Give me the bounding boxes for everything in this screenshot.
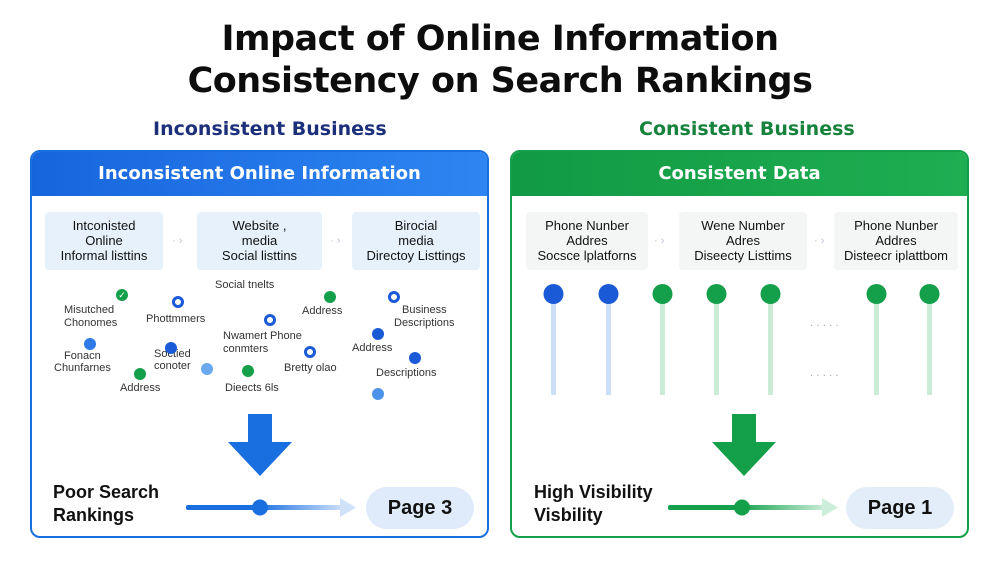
scatter-label: Descriptions [394,317,455,329]
green-dot [324,291,336,303]
title-line-1: Impact of Online Information [221,19,779,59]
inconsistent-panel: Inconsistent Online Information Intconis… [30,150,489,538]
scatter-label: Phottmmers [146,313,206,325]
source-card-2: Wene Number Adres Diseecty Listtims [679,212,807,270]
source-card-2: Website , media Social listtins [197,212,322,270]
scatter-label: Soctied [154,348,191,360]
right-arrow-icon: · › [172,235,183,247]
location-dot [264,314,276,326]
ranking-track [668,498,838,517]
source-card-1: Phone Nunber Addres Socsce lplatforns [526,212,648,270]
result-line: Visbility [534,505,603,525]
scatter-label: Address [352,342,393,354]
title-line-2: Consistency on Search Rankings [187,61,813,101]
card-line: Socsce lplatforns [537,248,637,263]
location-dot [388,291,400,303]
main-title: Impact of Online Information Consistency… [0,18,1000,102]
green-dot [242,365,254,377]
blue-dot [372,328,384,340]
card-line: Diseecty Listtims [694,248,792,263]
card-line: Directoy Listtings [366,248,466,263]
source-card-1: Intconisted Online Informal listtins [45,212,163,270]
card-line: media [398,233,434,248]
svg-text:· · · · ·: · · · · · [810,321,839,332]
card-line: Wene Number [701,218,785,233]
scatter-label: Dieects 6ls [225,382,279,394]
card-line: Website , [232,218,287,233]
scatter-label: Fonacn [64,350,101,362]
card-line: Informal listtins [60,248,148,263]
ranking-track [186,498,356,517]
card-line: Disteecr iplattbom [843,248,949,263]
source-card-3: Phone Nunber Addres Disteecr iplattbom [834,212,958,270]
right-arrow-icon: · › [814,235,825,247]
card-line: Addres [566,233,608,248]
scatter-label: Chonomes [64,317,118,329]
result-label: Poor Search Rankings [53,481,159,527]
card-line: Online [85,233,123,248]
scatter-label: Misutched [64,304,115,316]
result-label: High Visibility Visbility [534,481,653,527]
blue-dot [409,352,421,364]
right-arrow-icon: · › [330,235,341,247]
card-line: Social listtins [221,248,298,263]
result-line: Poor Search [53,482,160,502]
left-subhead: Inconsistent Business [153,118,387,140]
blue-dot [201,363,213,375]
scatter-label: Nwamert Phone [223,330,302,342]
card-line: Phone Nunber [545,218,629,233]
card-line: media [241,233,278,248]
scatter-label: Bretty olao [284,362,337,374]
right-arrow-icon: · › [654,235,665,247]
blue-dot [84,338,96,350]
inconsistent-panel-header: Inconsistent Online Information [32,152,487,196]
location-dot [304,346,316,358]
consistent-panel-header: Consistent Data [512,152,967,196]
green-dot [134,368,146,380]
scatter-label: Descriptions [376,367,437,379]
scatter-label: Social tnelts [215,279,275,291]
pins-row: · · · · · · · · · · [543,284,940,395]
down-arrow-icon [228,414,292,476]
page-badge: Page 1 [846,487,954,529]
location-dot [172,296,184,308]
right-subhead: Consistent Business [639,118,855,140]
svg-text:· · · · ·: · · · · · [810,371,839,382]
card-line: Phone Nunber [854,218,938,233]
scatter-label: Business [402,304,447,316]
card-line: Intconisted [72,218,136,233]
result-line: Rankings [53,505,135,525]
scatter-label: Address [120,382,161,394]
blue-dot [372,388,384,400]
card-line: Adres [726,233,760,248]
card-line: Addres [875,233,917,248]
scatter-label: Address [302,305,343,317]
page-badge: Page 3 [366,487,474,529]
scatter-label: conmters [223,343,269,355]
scatter-label: conoter [154,360,191,372]
consistent-panel: Consistent Data Phone Nunber Addres Socs… [510,150,969,538]
scatter-label: Chunfarnes [54,362,111,374]
card-line: Birocial [394,218,438,233]
blue-dot [165,342,177,354]
down-arrow-icon [712,414,776,476]
source-card-3: Birocial media Directoy Listtings [352,212,480,270]
check-icon: ✓ [116,289,128,301]
result-line: High Visibility [534,482,653,502]
